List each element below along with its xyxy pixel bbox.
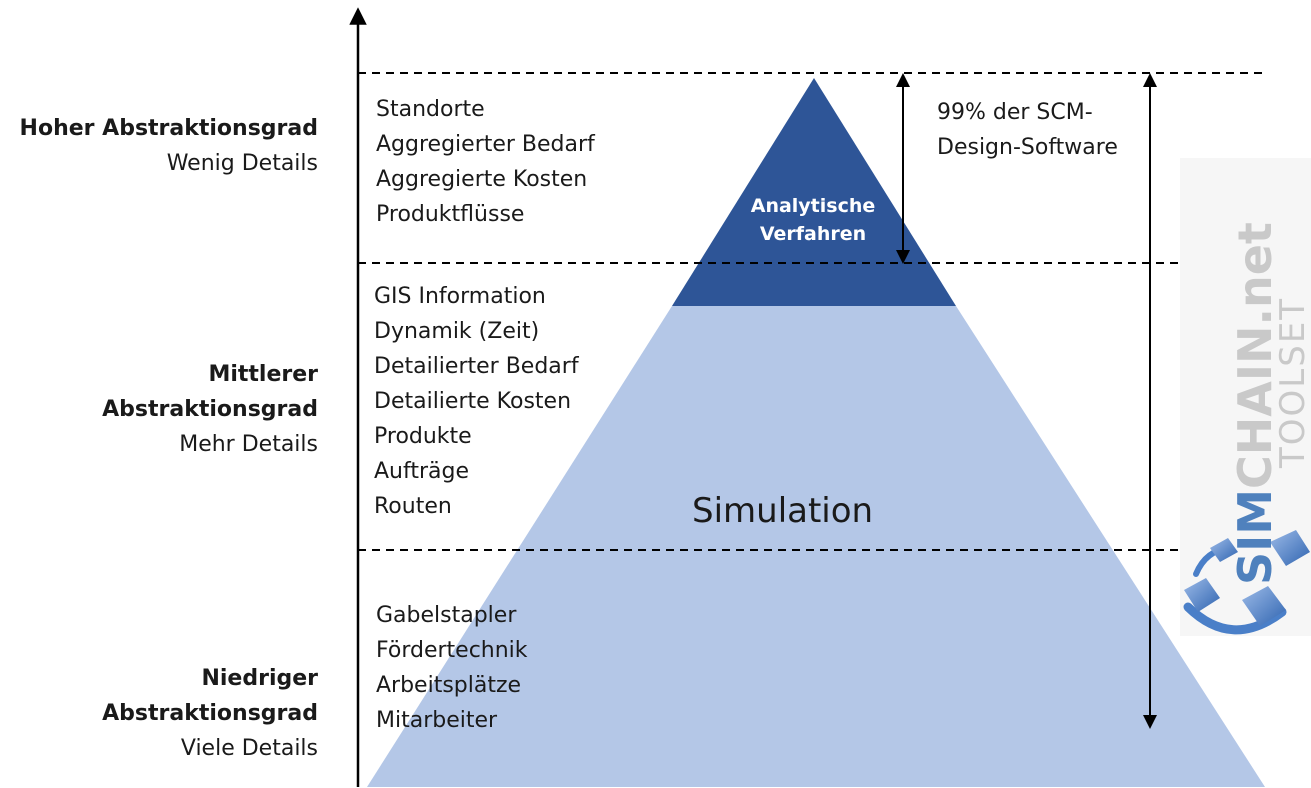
detail-item: Mitarbeiter [376,708,498,733]
detail-item: Detailierter Bedarf [374,354,579,379]
detail-item: Routen [374,494,452,519]
simchain-logo-graphic [1180,158,1311,636]
pyramid-apex [672,78,956,306]
detail-item: Aggregierte Kosten [376,167,588,192]
logo-brand-sim: SIM [1228,488,1282,585]
simchain-logo-text: SIMCHAIN.net [1228,222,1282,585]
detail-item: Gabelstapler [376,603,517,628]
apex-label-line1: Analytische [750,195,876,217]
detail-list-high: Standorte Aggregierter Bedarf Aggregiert… [376,92,595,232]
level-mid-label: Mittlerer Abstraktionsgrad Mehr Details [102,357,318,462]
level-high-label: Hoher Abstraktionsgrad Wenig Details [20,111,318,181]
level-low-label: Niedriger Abstraktionsgrad Viele Details [102,661,318,766]
level-mid-title-line1: Mittlerer [208,362,318,387]
level-low-title-line2: Abstraktionsgrad [102,701,318,726]
detail-item: Produkte [374,424,472,449]
level-high-subtitle: Wenig Details [166,151,318,176]
software-share-line1: 99% der SCM- [937,100,1093,125]
simulation-label: Simulation [692,491,874,531]
detail-item: Arbeitsplätze [376,673,522,698]
apex-label-line2: Verfahren [759,223,867,245]
detail-list-low: Gabelstapler Fördertechnik Arbeitsplätze… [376,598,528,738]
detail-item: Produktflüsse [376,202,525,227]
apex-label: Analytische Verfahren [742,192,884,248]
detail-item: Standorte [376,97,485,122]
level-low-title-line1: Niedriger [201,666,318,691]
level-low-subtitle: Viele Details [180,736,318,761]
detail-item: Aggregierter Bedarf [376,132,595,157]
software-share-note: 99% der SCM- Design-Software [937,95,1118,165]
logo-product-text: TOOLSET [1273,296,1311,468]
detail-list-mid: GIS Information Dynamik (Zeit) Detailier… [374,279,579,524]
software-share-line2: Design-Software [937,135,1118,160]
detail-item: Aufträge [374,459,470,484]
level-high-title: Hoher Abstraktionsgrad [19,116,318,141]
level-mid-subtitle: Mehr Details [179,432,318,457]
detail-item: Dynamik (Zeit) [374,319,540,344]
detail-item: GIS Information [374,284,546,309]
pyramid-body [367,306,1265,787]
detail-item: Detailierte Kosten [374,389,572,414]
level-mid-title-line2: Abstraktionsgrad [102,397,318,422]
detail-item: Fördertechnik [376,638,528,663]
